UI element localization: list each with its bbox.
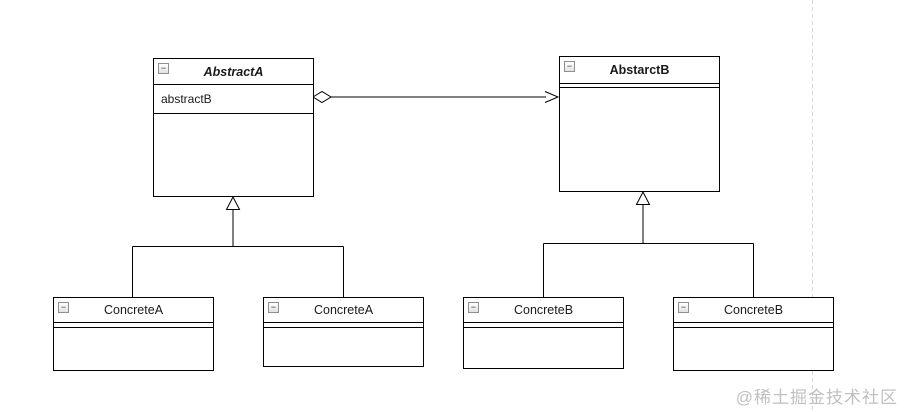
class-body [560, 88, 719, 191]
inheritance-triangle-marker [225, 195, 241, 210]
class-box-abstarctb[interactable]: − AbstarctB [559, 56, 720, 192]
class-title: AbstractA [203, 64, 264, 79]
class-box-concretea-2[interactable]: − ConcreteA [263, 297, 424, 367]
collapse-icon[interactable]: − [268, 302, 279, 313]
class-box-concreteb-1[interactable]: − ConcreteB [463, 297, 624, 369]
collapse-icon[interactable]: − [678, 302, 689, 313]
class-header: − ConcreteB [464, 298, 623, 323]
class-body [674, 328, 833, 370]
class-header: − ConcreteA [54, 298, 213, 323]
class-attribute: abstractB [154, 85, 313, 114]
class-title: AbstarctB [609, 63, 670, 77]
open-arrow-marker [544, 91, 560, 103]
collapse-icon[interactable]: − [468, 302, 479, 313]
watermark-text: @稀土掘金技术社区 [735, 388, 898, 407]
class-body [154, 114, 313, 196]
inheritance-triangle-marker [635, 190, 651, 205]
class-title: ConcreteA [313, 303, 374, 317]
aggregation-diamond-marker [312, 90, 332, 104]
generalization-connector-left[interactable] [132, 195, 344, 297]
collapse-icon[interactable]: − [58, 302, 69, 313]
class-header: − ConcreteB [674, 298, 833, 323]
section-divider [674, 323, 833, 328]
class-title: ConcreteA [103, 303, 164, 317]
class-header: − ConcreteA [264, 298, 423, 323]
class-title: ConcreteB [513, 303, 574, 317]
class-body [464, 328, 623, 368]
class-title: ConcreteB [723, 303, 784, 317]
collapse-icon[interactable]: − [564, 61, 575, 72]
section-divider [464, 323, 623, 328]
class-box-concreteb-2[interactable]: − ConcreteB [673, 297, 834, 371]
aggregation-connector[interactable] [312, 90, 560, 104]
class-header: − AbstarctB [560, 57, 719, 84]
section-divider [54, 323, 213, 328]
class-body [54, 328, 213, 370]
section-divider [264, 323, 423, 328]
collapse-icon[interactable]: − [158, 63, 169, 74]
class-box-concretea-1[interactable]: − ConcreteA [53, 297, 214, 371]
generalization-connector-right[interactable] [543, 190, 754, 297]
class-body [264, 328, 423, 366]
class-header: − AbstractA [154, 59, 313, 85]
class-box-abstracta[interactable]: − AbstractA abstractB [153, 58, 314, 197]
section-divider [560, 84, 719, 88]
